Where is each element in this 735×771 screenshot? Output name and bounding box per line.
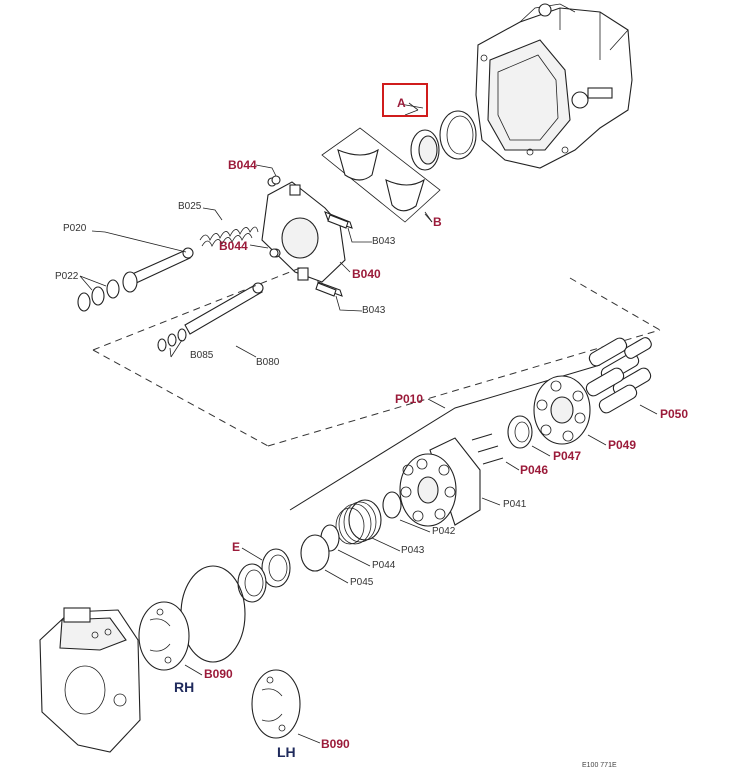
p045-ring-drawing (300, 534, 330, 572)
label-b025[interactable]: B025 (178, 201, 202, 212)
label-p042[interactable]: P042 (432, 526, 456, 537)
label-p041[interactable]: P041 (503, 499, 527, 510)
p047-guide-drawing (507, 415, 533, 449)
label-rh: RH (174, 679, 195, 695)
label-b[interactable]: B (433, 215, 442, 229)
label-p046[interactable]: P046 (520, 463, 549, 477)
o-ring-drawing (180, 565, 246, 663)
label-b085[interactable]: B085 (190, 350, 214, 361)
label-p045[interactable]: P045 (350, 577, 374, 588)
p041-cylinder-drawing (399, 437, 481, 527)
label-b044-top[interactable]: B044 (228, 158, 257, 172)
label-p044[interactable]: P044 (372, 560, 396, 571)
label-p010[interactable]: P010 (395, 392, 424, 406)
label-lh: LH (277, 744, 296, 760)
b040-plate-drawing (261, 177, 353, 297)
label-b044-mid[interactable]: B044 (219, 239, 248, 253)
label-b080[interactable]: B080 (256, 357, 280, 368)
bearing-a-drawing (399, 103, 477, 171)
label-b090-rh[interactable]: B090 (204, 667, 233, 681)
label-p047[interactable]: P047 (553, 449, 582, 463)
p043-spring-drawing (335, 499, 382, 545)
p042-ring-drawing (382, 491, 402, 519)
label-a[interactable]: A (397, 96, 406, 110)
label-p050[interactable]: P050 (660, 407, 689, 421)
drawing-number: E100 771E (582, 762, 617, 769)
p050-pistons-drawing (585, 337, 652, 414)
p020-rod-drawing (77, 247, 194, 312)
label-p043[interactable]: P043 (401, 545, 425, 556)
leader-lines (79, 102, 658, 744)
small-parts-drawing (269, 175, 349, 297)
dashed-group-upper (92, 267, 661, 447)
label-p049[interactable]: P049 (608, 438, 637, 452)
highlight-box-a (382, 83, 428, 117)
b090-rh-plate-drawing (138, 601, 190, 671)
b080-rod-drawing (157, 282, 264, 352)
bearing-e-drawing (237, 548, 291, 603)
label-p020[interactable]: P020 (63, 223, 87, 234)
swash-plate-b-drawing (321, 127, 441, 223)
label-b043-top[interactable]: B043 (372, 236, 396, 247)
p049-retainer-drawing (533, 375, 591, 445)
label-b043-bottom[interactable]: B043 (362, 305, 386, 316)
b090-lh-plate-drawing (251, 669, 301, 739)
p046-pins-drawing (471, 433, 504, 465)
label-p022[interactable]: P022 (55, 271, 79, 282)
label-e[interactable]: E (232, 540, 241, 554)
label-b040[interactable]: B040 (352, 267, 381, 281)
b025-spring-drawing (199, 226, 259, 247)
end-cover-drawing (39, 607, 141, 753)
label-b090-lh[interactable]: B090 (321, 737, 350, 751)
housing-drawing (475, 3, 633, 169)
